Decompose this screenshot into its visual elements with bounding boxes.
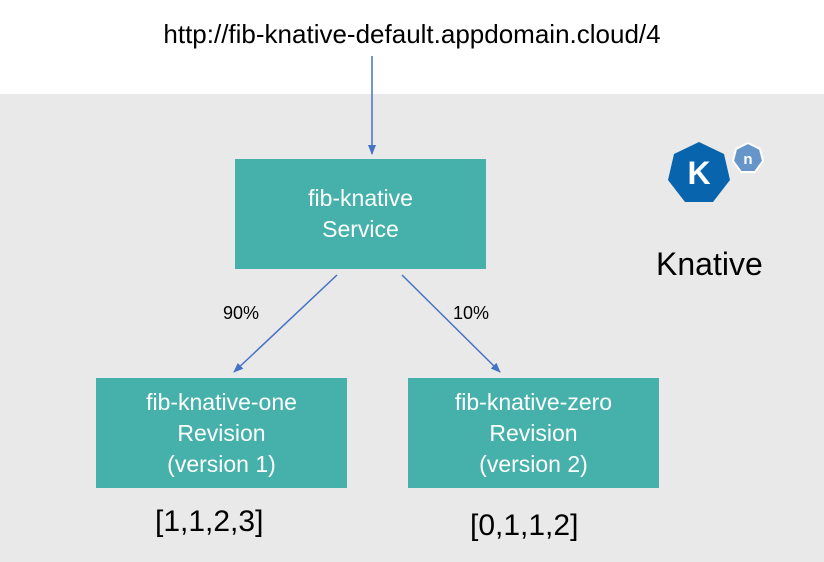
- arrow-service-to-rev-one: [233, 274, 338, 373]
- arrow-service-to-rev-zero: [401, 274, 501, 373]
- service-node: fib-knative Service: [235, 159, 486, 269]
- revision-version: (version 1): [167, 450, 276, 477]
- knative-logo-icon: K n: [668, 141, 765, 202]
- traffic-split-zero: 10%: [453, 303, 490, 323]
- svg-text:K: K: [687, 155, 710, 191]
- svg-text:n: n: [743, 151, 752, 168]
- revision-node-one: fib-knative-one Revision (version 1): [96, 378, 347, 488]
- result-one: [1,1,2,3]: [155, 505, 264, 538]
- result-zero: [0,1,1,2]: [470, 509, 579, 542]
- traffic-split-one: 90%: [223, 303, 260, 323]
- service-name: fib-knative: [308, 185, 413, 211]
- revision-kind: Revision: [489, 419, 578, 446]
- request-url: http://fib-knative-default.appdomain.clo…: [163, 19, 661, 49]
- revision-version: (version 2): [479, 450, 588, 477]
- revision-node-zero: fib-knative-zero Revision (version 2): [408, 378, 659, 488]
- service-kind: Service: [322, 216, 399, 242]
- revision-kind: Revision: [177, 419, 266, 446]
- revision-name: fib-knative-zero: [454, 388, 613, 415]
- revision-name: fib-knative-one: [146, 388, 297, 415]
- knative-wordmark: Knative: [656, 246, 763, 282]
